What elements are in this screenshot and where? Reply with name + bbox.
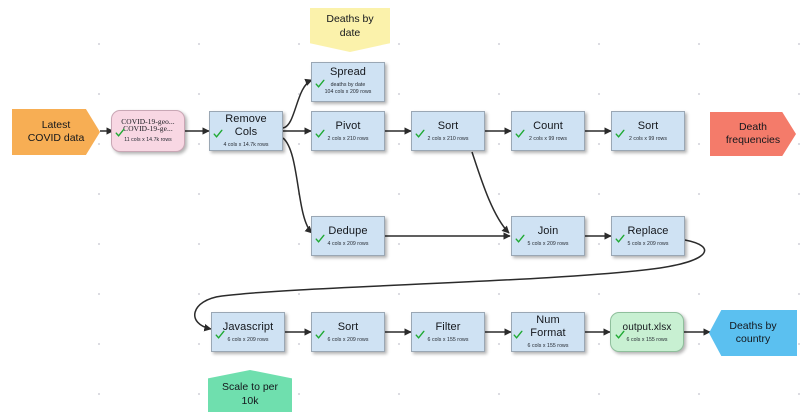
node-covid-19-geo-file[interactable]: COVID-19-geo... COVID-19-ge... 11 cols x… (111, 110, 185, 152)
node-sort-3[interactable]: Sort 6 cols x 209 rows (311, 312, 385, 352)
status-check-icon (315, 234, 325, 244)
node-stats: 6 cols x 209 rows (227, 336, 269, 343)
output-label-line2: country (735, 333, 771, 345)
node-title: Pivot (335, 119, 361, 132)
node-title: Sort (637, 119, 659, 132)
status-check-icon (513, 330, 523, 340)
node-num-format[interactable]: Num Format 6 cols x 155 rows (511, 312, 585, 352)
output-label-line1: Deaths by (729, 320, 777, 332)
edge-remove-cols-to-dedupe (282, 137, 313, 234)
status-check-icon (215, 330, 225, 340)
status-check-icon (315, 330, 325, 340)
node-sort-1[interactable]: Sort 2 cols x 210 rows (411, 111, 485, 151)
status-check-icon (115, 128, 125, 138)
node-output-xlsx[interactable]: output.xlsx 6 cols x 155 rows (610, 312, 684, 352)
node-stats: 2 cols x 210 rows (427, 135, 469, 142)
node-spread[interactable]: Spread deaths by date 104 cols x 209 row… (311, 62, 385, 102)
node-dedupe[interactable]: Dedupe 4 cols x 209 rows (311, 216, 385, 256)
node-stats: 2 cols x 99 rows (529, 135, 567, 142)
node-remove-cols[interactable]: Remove Cols 4 cols x 14.7k rows (209, 111, 283, 151)
node-stats: 104 cols x 209 rows (324, 89, 372, 95)
node-title: Count (533, 119, 563, 132)
node-stats: 6 cols x 155 rows (527, 343, 569, 349)
status-check-icon (515, 234, 525, 244)
note-label-line1: Deaths by (326, 13, 374, 25)
note-label-line2: date (339, 26, 361, 39)
output-deaths-by-country[interactable]: Deaths by country (709, 310, 797, 356)
node-stats: 2 cols x 210 rows (327, 135, 369, 142)
node-title: Filter (435, 320, 461, 333)
node-stats: 4 cols x 14.7k rows (223, 142, 269, 148)
node-title: Spread (329, 66, 367, 78)
node-title-line2: COVID-19-ge... (123, 124, 173, 133)
node-stats: 6 cols x 155 rows (427, 336, 469, 343)
output-death-frequencies[interactable]: Death frequencies (710, 112, 796, 156)
node-stats: 6 cols x 155 rows (626, 336, 668, 343)
node-title: Join (537, 224, 559, 237)
note-scale-to-per-10k[interactable]: Scale to per 10k (208, 370, 292, 412)
node-stats: 4 cols x 209 rows (327, 240, 369, 247)
edge-sort-1-to-join (471, 151, 510, 234)
status-check-icon (315, 79, 325, 89)
node-title: Replace (627, 224, 669, 237)
node-subtitle: deaths by date (330, 82, 366, 88)
status-check-icon (213, 129, 223, 139)
node-stats: 5 cols x 209 rows (627, 240, 669, 247)
status-check-icon (415, 129, 425, 139)
note-deaths-by-date[interactable]: Deaths by date (310, 8, 390, 52)
node-title: Sort (437, 119, 459, 132)
node-stats: 5 cols x 209 rows (527, 240, 569, 247)
node-join[interactable]: Join 5 cols x 209 rows (511, 216, 585, 256)
status-check-icon (315, 129, 325, 139)
note-label-line1: Scale to per (221, 381, 279, 393)
node-title: Sort (337, 320, 359, 333)
node-count[interactable]: Count 2 cols x 99 rows (511, 111, 585, 151)
input-label-line2: COVID data (27, 132, 85, 144)
status-check-icon (615, 234, 625, 244)
input-label-line1: Latest (41, 119, 71, 131)
status-check-icon (615, 330, 625, 340)
node-title: Remove Cols (225, 113, 267, 138)
node-stats: 2 cols x 99 rows (629, 135, 667, 142)
node-stats: 11 cols x 14.7k rows (124, 136, 172, 143)
edge-remove-cols-to-spread (282, 78, 313, 129)
status-check-icon (415, 330, 425, 340)
node-title: Dedupe (328, 224, 368, 237)
node-sort-2[interactable]: Sort 2 cols x 99 rows (611, 111, 685, 151)
node-filter[interactable]: Filter 6 cols x 155 rows (411, 312, 485, 352)
input-latest-covid-data[interactable]: Latest COVID data (12, 109, 100, 155)
output-label-line1: Death (738, 121, 767, 133)
node-stats: 6 cols x 209 rows (327, 336, 369, 343)
node-javascript[interactable]: Javascript 6 cols x 209 rows (211, 312, 285, 352)
node-title-line1: COVID-19-geo... (121, 116, 175, 126)
status-check-icon (615, 129, 625, 139)
output-label-line2: frequencies (725, 134, 781, 146)
status-check-icon (515, 129, 525, 139)
node-replace[interactable]: Replace 5 cols x 209 rows (611, 216, 685, 256)
node-pivot[interactable]: Pivot 2 cols x 210 rows (311, 111, 385, 151)
note-label-line2: 10k (241, 394, 259, 407)
